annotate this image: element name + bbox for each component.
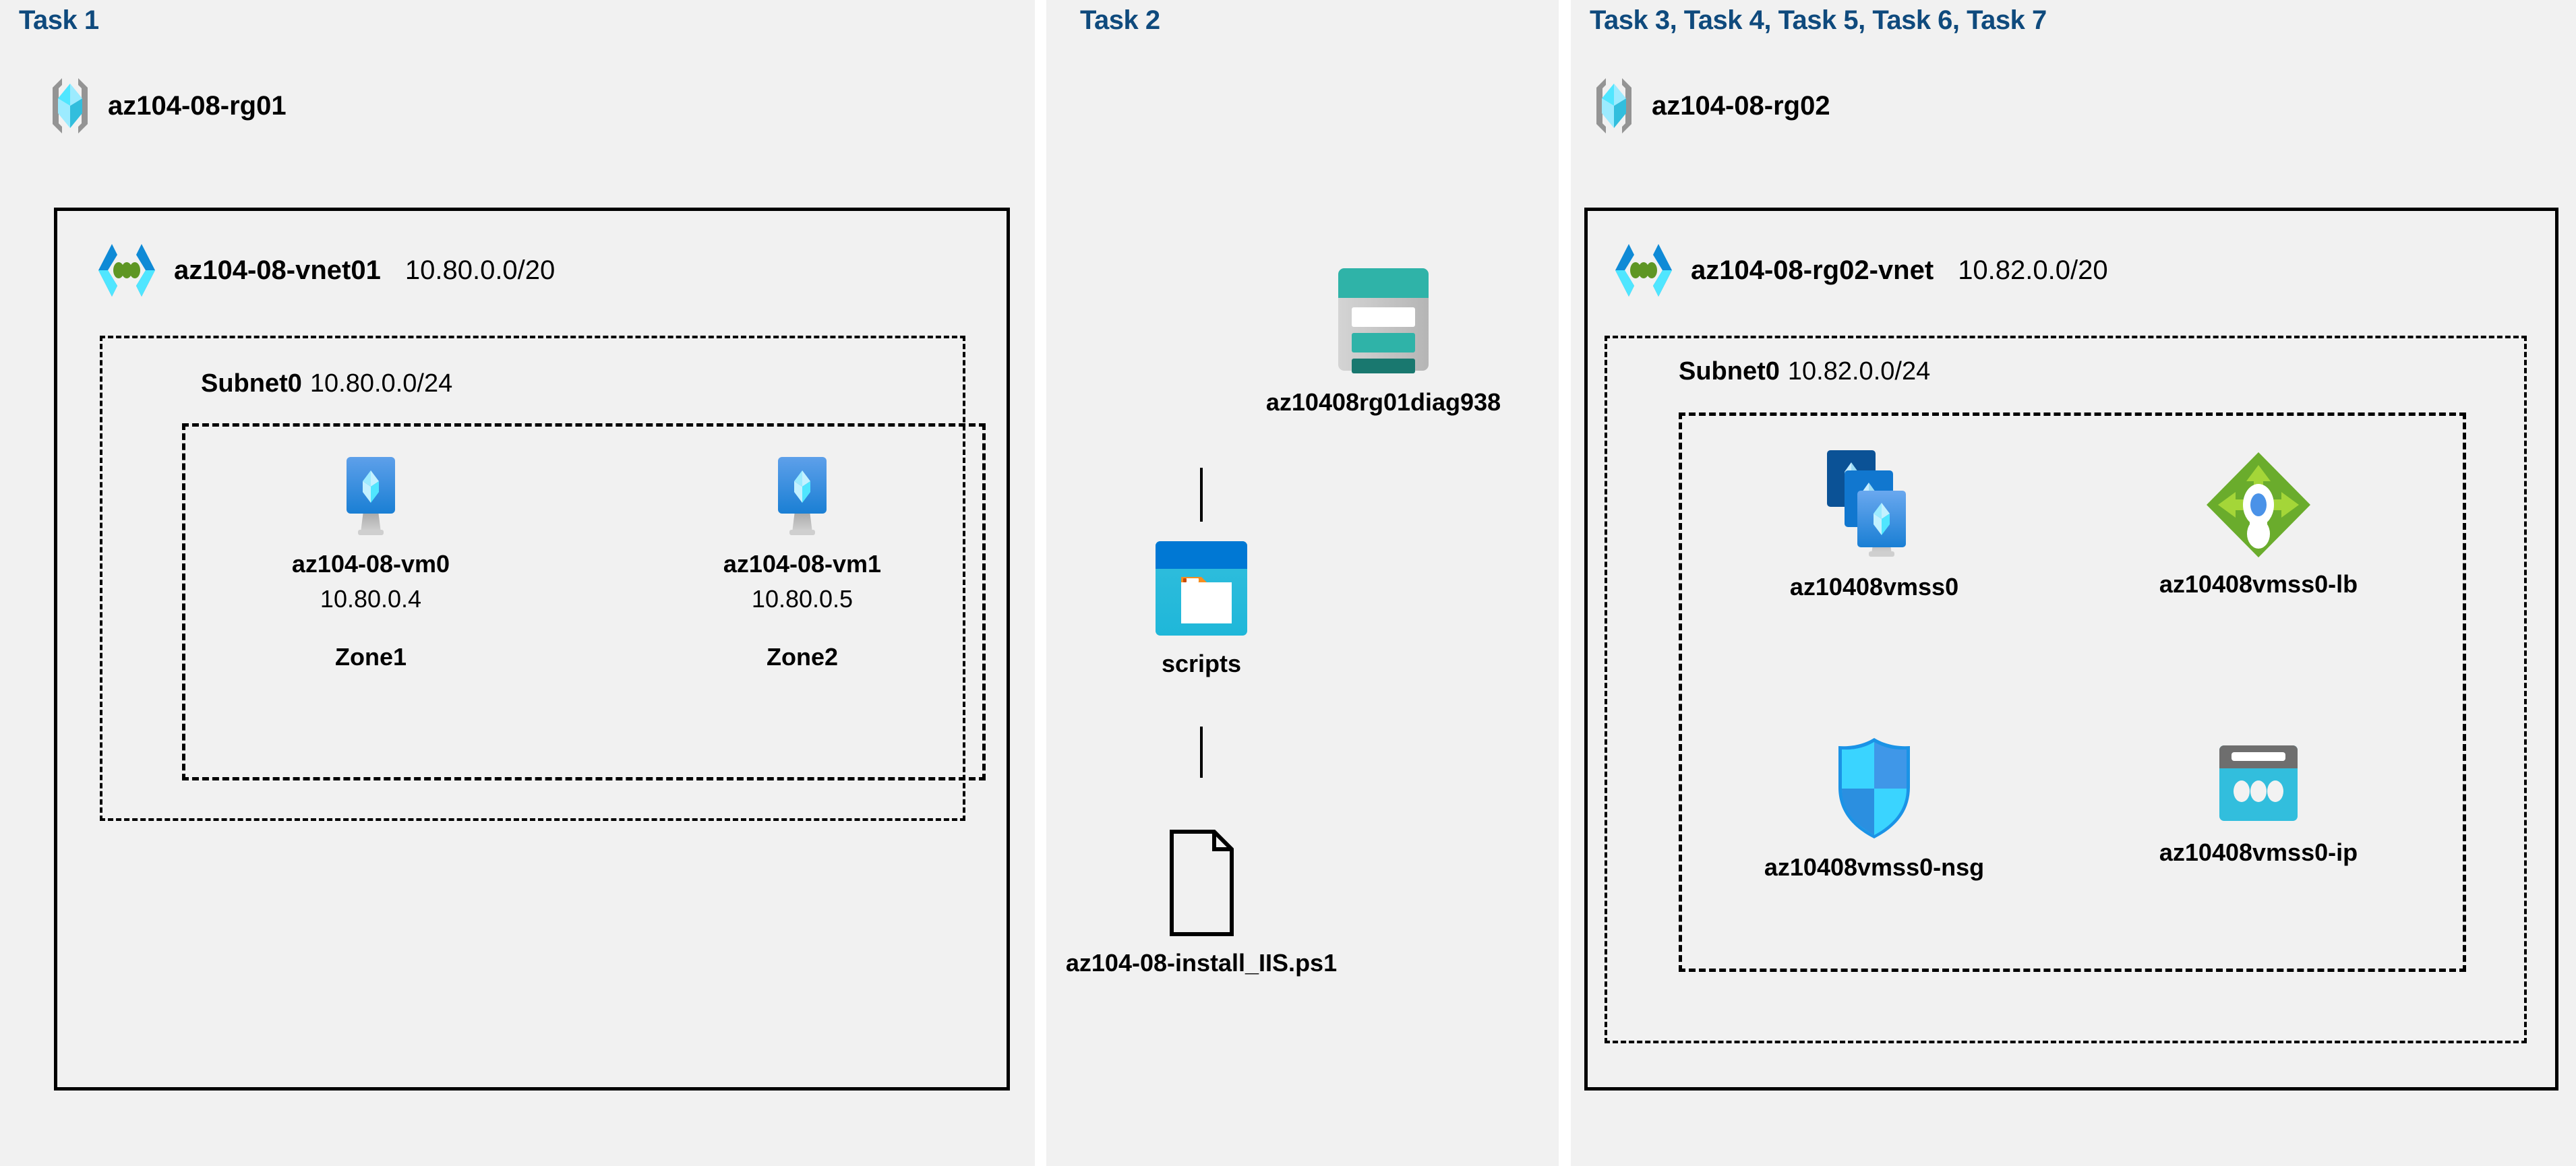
nsg-node-az10408vmss0-nsg[interactable]: az10408vmss0-nsg (1736, 735, 2012, 882)
task1-title: Task 1 (19, 5, 99, 35)
vm-zone: Zone1 (334, 643, 407, 671)
vm-ip-address: 10.80.0.4 (320, 585, 422, 613)
virtual-machine-icon (331, 453, 411, 539)
subnet-cidr: 10.80.0.0/24 (309, 369, 453, 398)
connector-storage-to-container (1200, 468, 1203, 522)
panel-task3-7: Task 3, Task 4, Task 5, Task 6, Task 7 a… (1571, 0, 2576, 1166)
storage-account-icon (1319, 263, 1447, 377)
virtual-network-icon (1611, 241, 1676, 299)
subnet-box-subnet0 (1605, 336, 2527, 1043)
script-file-name: az104-08-install_IIS.ps1 (1065, 949, 1338, 977)
public-ip-node-az10408vmss0-ip[interactable]: az10408vmss0-ip (2117, 741, 2400, 867)
vm-scale-set-icon (1820, 446, 1928, 562)
network-security-group-icon (1832, 735, 1917, 842)
resource-group-icon (47, 75, 93, 136)
subnet-name: Subnet0 (201, 369, 302, 398)
blob-container-name: scripts (1161, 650, 1242, 677)
connector-container-to-file (1200, 727, 1203, 778)
virtual-network-icon (94, 241, 159, 299)
vnet-header-az104-08-vnet01: az104-08-vnet01 10.80.0.0/20 (94, 241, 555, 299)
script-file-node-az104-08-install-iis[interactable]: az104-08-install_IIS.ps1 (1066, 828, 1337, 977)
blob-container-node-scripts[interactable]: scripts (1131, 538, 1272, 678)
panel-task2: Task 2 az10408rg01diag938 (1046, 0, 1559, 1166)
vnet-cidr: 10.80.0.0/20 (405, 255, 556, 285)
vmss-resource-group-box (1679, 412, 2466, 972)
virtual-machine-icon (762, 453, 842, 539)
task3-title: Task 3, Task 4, Task 5, Task 6, Task 7 (1590, 5, 2047, 35)
vnet-name: az104-08-vnet01 (174, 255, 381, 285)
blob-container-icon (1151, 538, 1252, 639)
load-balancer-node-az10408vmss0-lb[interactable]: az10408vmss0-lb (2103, 450, 2414, 599)
availability-zone-group-box (182, 423, 986, 780)
public-ip-address-icon (2214, 741, 2303, 828)
vnet-cidr: 10.82.0.0/20 (1958, 255, 2108, 285)
vm-name: az104-08-vm1 (723, 550, 882, 578)
subnet-name: Subnet0 (1679, 357, 1780, 386)
vnet-box-az104-08-vnet01 (54, 208, 1010, 1091)
nsg-name: az10408vmss0-nsg (1764, 853, 1985, 881)
vm-zone: Zone2 (766, 643, 838, 671)
vm-node-az104-08-vm0[interactable]: az104-08-vm0 10.80.0.4 Zone1 (243, 453, 499, 671)
storage-account-name: az10408rg01diag938 (1265, 388, 1501, 416)
public-ip-name: az10408vmss0-ip (2159, 838, 2358, 866)
vm-ip-address: 10.80.0.5 (751, 585, 853, 613)
file-icon (1162, 828, 1241, 938)
load-balancer-name: az10408vmss0-lb (2159, 570, 2358, 598)
subnet-cidr: 10.82.0.0/24 (1787, 357, 1931, 386)
vm-name: az104-08-vm0 (291, 550, 450, 578)
vmss-name: az10408vmss0 (1789, 573, 1959, 601)
load-balancer-icon (2205, 450, 2312, 559)
storage-account-node-az10408rg01diag938[interactable]: az10408rg01diag938 (1195, 263, 1572, 417)
panel-task1: Task 1 az104-08-rg01 (0, 0, 1035, 1166)
vnet-name: az104-08-rg02-vnet (1691, 255, 1934, 285)
resource-group-name: az104-08-rg02 (1652, 90, 1830, 121)
resource-group-az104-08-rg02: az104-08-rg02 (1591, 75, 1830, 136)
vmss-node-az10408vmss0[interactable]: az10408vmss0 (1733, 446, 2016, 601)
subnet-box-subnet0 (100, 336, 965, 821)
resource-group-az104-08-rg01: az104-08-rg01 (47, 75, 287, 136)
resource-group-icon (1591, 75, 1637, 136)
vnet-box-az104-08-rg02-vnet (1584, 208, 2558, 1091)
vnet-header-az104-08-rg02-vnet: az104-08-rg02-vnet 10.82.0.0/20 (1611, 241, 2108, 299)
vm-node-az104-08-vm1[interactable]: az104-08-vm1 10.80.0.5 Zone2 (674, 453, 930, 671)
resource-group-name: az104-08-rg01 (108, 90, 287, 121)
task2-title: Task 2 (1080, 5, 1160, 35)
